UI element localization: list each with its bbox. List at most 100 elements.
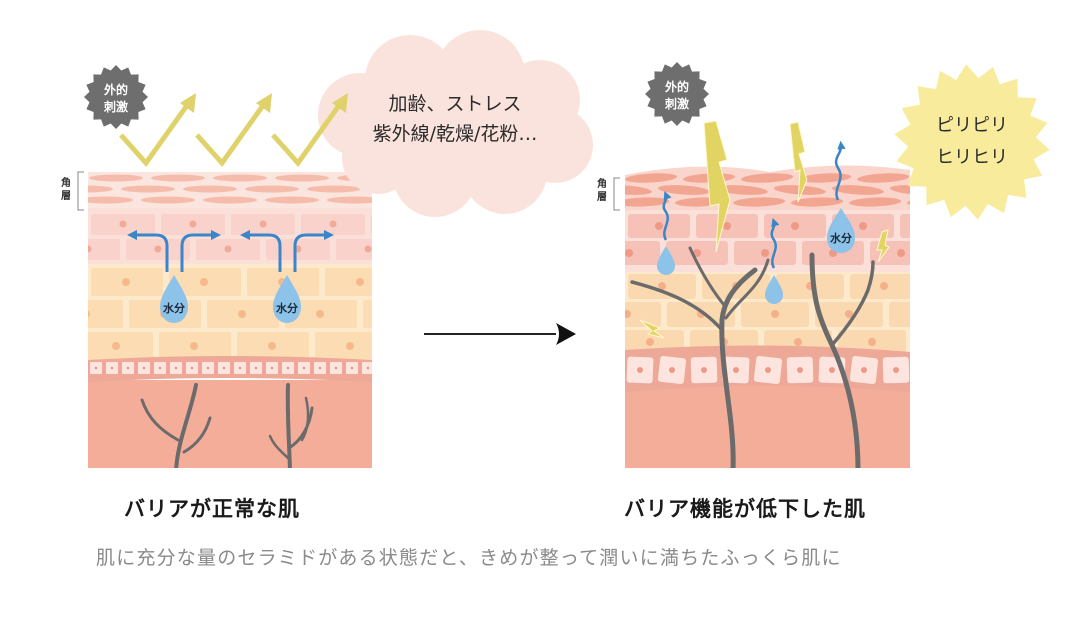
cell-nucleus	[122, 278, 130, 286]
spinous-cell	[363, 300, 372, 328]
corneum-label-right: 角 層	[596, 178, 608, 204]
sensation-line: ピリピリ	[936, 115, 1008, 136]
external-stimulus-badge-right	[645, 62, 709, 126]
cell-nucleus	[206, 366, 210, 370]
cell-nucleus	[334, 366, 338, 370]
corneum-cell	[183, 185, 237, 193]
cell-nucleus	[238, 366, 242, 370]
spinous-cells	[88, 268, 402, 360]
cell-nucleus	[329, 220, 337, 228]
corneum-cell	[741, 173, 794, 183]
cell-nucleus	[658, 282, 666, 290]
damaged-skin-cross-section	[625, 165, 927, 468]
cell-nucleus	[158, 366, 162, 370]
cloud-line: 紫外線/乾燥/花粉…	[372, 123, 538, 145]
corneum-bracket	[613, 177, 620, 211]
cell-nucleus	[761, 249, 769, 257]
cell-nucleus	[861, 367, 867, 373]
cell-nucleus	[254, 366, 258, 370]
stress-cloud	[318, 30, 593, 217]
corneum-bracket	[77, 171, 84, 211]
cell-nucleus	[791, 222, 799, 230]
cloud-line: 加齢、ストレス	[388, 93, 522, 115]
cell-nucleus	[88, 310, 90, 318]
dermis-layer	[88, 380, 372, 468]
corneum-cell	[265, 196, 319, 204]
cell-nucleus	[701, 367, 707, 373]
cell-nucleus	[190, 366, 194, 370]
cell-nucleus	[268, 342, 276, 350]
corneum-cell	[625, 197, 670, 207]
cell-nucleus	[222, 366, 226, 370]
corneum-cell	[88, 185, 113, 193]
cell-nucleus	[286, 366, 290, 370]
basal-cells	[626, 355, 910, 385]
damaged-skin-caption: バリア機能が低下した肌	[624, 497, 866, 521]
water-label: 水分	[163, 301, 185, 315]
water-drop-right: 水分	[827, 208, 855, 253]
cell-nucleus	[350, 366, 354, 370]
spinous-cell	[625, 302, 661, 327]
sensation-burst	[894, 64, 1050, 220]
sensation-line: ヒリヒリ	[936, 147, 1008, 168]
corneum-cell	[245, 185, 299, 193]
stimulus-badge-text-left: 外的 刺激	[96, 82, 136, 116]
nerve-fibers	[140, 383, 314, 468]
cell-nucleus	[302, 366, 306, 370]
arrow-heads	[180, 93, 348, 113]
cell-nucleus	[190, 342, 198, 350]
cell-nucleus	[189, 220, 197, 228]
cell-nucleus	[318, 366, 322, 370]
granular-cell	[336, 239, 372, 260]
cell-nucleus	[400, 221, 407, 228]
corneum-cell	[715, 185, 768, 195]
cell-nucleus	[625, 310, 631, 318]
corneum-cell	[213, 174, 267, 182]
corneum-cell	[89, 174, 143, 182]
badge-line: 外的	[664, 80, 689, 94]
cell-nucleus	[270, 366, 274, 370]
cell-nucleus	[897, 249, 905, 257]
cell-nucleus	[394, 310, 402, 318]
water-drop-left-1: 水分	[160, 275, 188, 323]
cell-nucleus	[346, 342, 354, 350]
corneum-cells	[625, 173, 910, 207]
corneum-cell	[141, 196, 195, 204]
cell-nucleus	[637, 367, 643, 373]
sensation-text: ピリピリ ヒリヒリ	[922, 110, 1022, 174]
badge-line: 刺激	[103, 100, 128, 114]
water-label: 水分	[276, 301, 298, 315]
stress-factors-text: 加齢、ストレス 紫外線/乾燥/花粉…	[350, 89, 560, 149]
healthy-skin-cross-section	[88, 172, 407, 468]
cell-nucleus	[733, 367, 739, 373]
label-char: 層	[597, 192, 607, 203]
water-drop-left-2: 水分	[273, 275, 301, 323]
cell-nucleus	[316, 310, 324, 318]
cell-nucleus	[919, 310, 927, 318]
cell-nucleus	[142, 366, 146, 370]
lightning-bolts	[639, 120, 890, 339]
cell-nucleus	[366, 366, 370, 370]
cell-nucleus	[110, 366, 114, 370]
cell-nucleus	[259, 220, 267, 228]
cell-nucleus	[723, 222, 731, 230]
water-escape-arrows	[662, 140, 846, 269]
corneum-label-left: 角 層	[60, 177, 72, 203]
healthy-skin-caption: バリアが正常な肌	[124, 497, 300, 521]
corneum-cell	[791, 197, 844, 207]
cell-nucleus	[174, 366, 178, 370]
extended-nerve-fibers	[630, 246, 875, 468]
granular-cell	[900, 214, 910, 238]
label-char: 角	[597, 179, 607, 190]
corneum-cell	[831, 185, 884, 195]
badge-line: 外的	[103, 83, 128, 97]
cell-nucleus	[797, 367, 803, 373]
escaping-water-drops	[657, 246, 783, 304]
cell-nucleus	[238, 310, 246, 318]
corneum-cell	[307, 185, 361, 193]
cell-nucleus	[88, 245, 92, 253]
corneum-cell	[151, 174, 205, 182]
label-char: 角	[61, 178, 71, 189]
cell-nucleus	[364, 245, 372, 253]
spinous-cell	[325, 268, 372, 296]
